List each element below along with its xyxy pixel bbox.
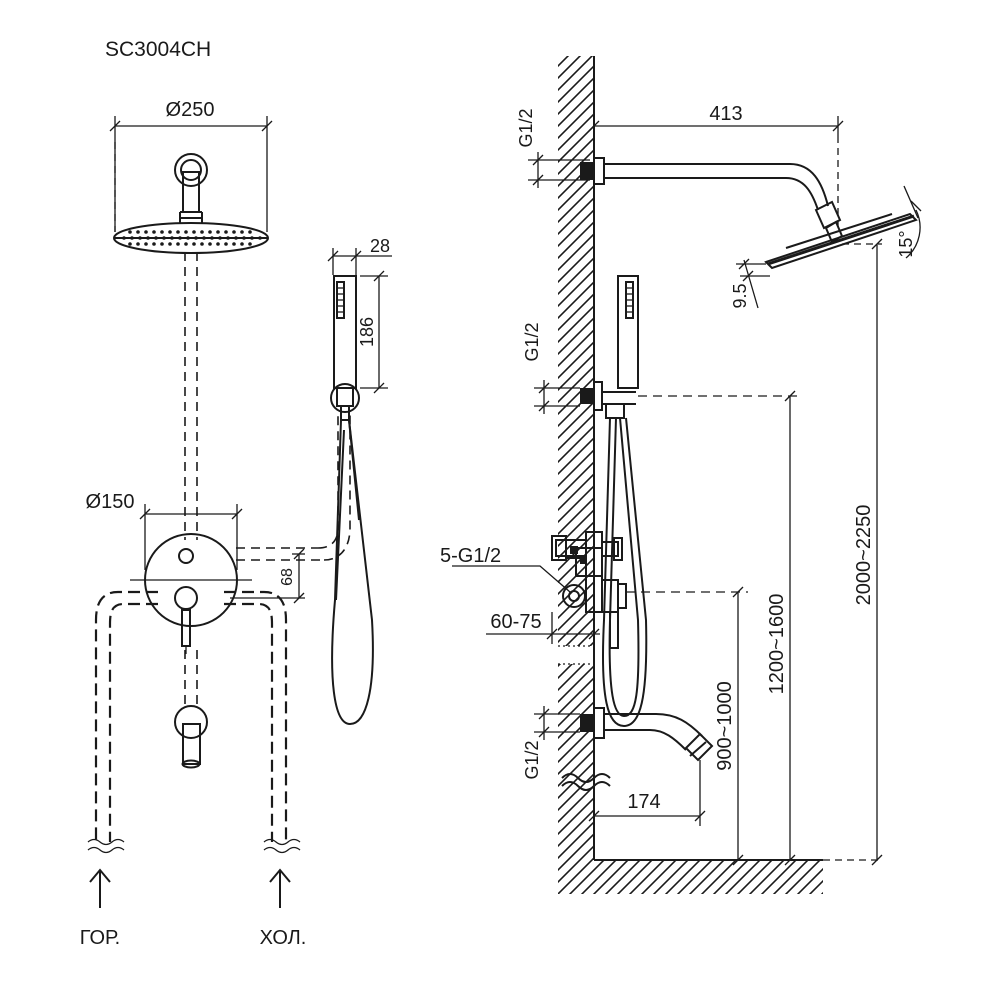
nozzle-dot [184, 230, 188, 234]
shower-arm-front [174, 153, 208, 224]
nozzle-dot [128, 230, 132, 234]
nozzle-dot [258, 236, 262, 240]
handset-dimensions: 28 186 [327, 236, 392, 394]
head-tilt-dimension: 15° [896, 185, 922, 259]
nozzle-dot [130, 236, 134, 240]
nozzle-dot [234, 236, 238, 240]
nozzle-dot [138, 236, 142, 240]
nozzle-dot [184, 242, 188, 246]
nozzle-dot [144, 230, 148, 234]
nozzle-dot [178, 236, 182, 240]
nozzle-dot [170, 236, 174, 240]
nozzle-dot [200, 230, 204, 234]
spout-thread-label: G1/2 [522, 740, 542, 779]
head-tilt-label: 15° [896, 230, 916, 257]
model-code: SC3004CH [105, 38, 211, 61]
spout-reach-label: 174 [627, 791, 660, 813]
nozzle-dot [242, 236, 246, 240]
nozzle-dot [168, 230, 172, 234]
handset-length-label: 186 [357, 317, 377, 347]
mixer-plate-front [130, 533, 252, 654]
nozzle-dot [232, 230, 236, 234]
nozzle-dot [208, 242, 212, 246]
outlet-spacing-label: 68 [279, 568, 296, 586]
nozzle-dot [152, 230, 156, 234]
nozzle-dot [162, 236, 166, 240]
nozzle-dot [192, 242, 196, 246]
nozzle-dot [168, 242, 172, 246]
nozzle-dot [128, 242, 132, 246]
hot-inlet-label: ГОР. [80, 927, 120, 949]
nozzle-dot [154, 236, 158, 240]
shower-arm-side [580, 157, 844, 244]
nozzle-dot [176, 230, 180, 234]
head-height-label: 2000~2250 [853, 505, 875, 606]
nozzle-dot [208, 230, 212, 234]
nozzle-dot [202, 236, 206, 240]
head-thickness-label: 9.5 [730, 283, 750, 308]
nozzle-dot [192, 230, 196, 234]
handset-width-label: 28 [370, 236, 390, 256]
mixer-depth-label: 60-75 [490, 611, 541, 633]
nozzle-dot [122, 236, 126, 240]
nozzle-dot [200, 242, 204, 246]
arm-reach-label: 413 [709, 103, 742, 125]
front-view: Ø250 28 [80, 99, 392, 949]
hand-shower-front [330, 275, 360, 421]
nozzle-dot [160, 242, 164, 246]
nozzle-dot [146, 236, 150, 240]
nozzle-dot [136, 230, 140, 234]
mixer-plate-diameter-dimension: Ø150 [86, 491, 243, 570]
head-thickness-dimension: 9.5 [730, 258, 770, 309]
cold-inlet-arrow-icon [269, 868, 291, 908]
holder-height-label: 1200~1600 [766, 594, 788, 695]
hose-front [331, 419, 374, 726]
nozzle-dot [248, 230, 252, 234]
nozzle-dot [248, 242, 252, 246]
spout-height-label: 900~1000 [714, 681, 736, 771]
wall-section-lower [558, 664, 594, 860]
nozzle-dot [152, 242, 156, 246]
nozzle-dot [194, 236, 198, 240]
holder-thread-label: G1/2 [522, 322, 542, 361]
rain-head-diameter-label: Ø250 [166, 99, 215, 121]
hot-inlet-arrow-icon [89, 868, 111, 908]
spout-front [174, 705, 208, 769]
nozzle-dot [224, 242, 228, 246]
rain-head-diameter-dimension: Ø250 [109, 99, 273, 232]
mixer-body-side [551, 531, 627, 649]
hose-side [601, 417, 648, 728]
cold-inlet-label: ХОЛ. [260, 927, 307, 949]
nozzle-dot [218, 236, 222, 240]
rain-head-front [113, 222, 269, 254]
nozzle-dot [240, 230, 244, 234]
nozzle-dot [232, 242, 236, 246]
mixer-plate-diameter-label: Ø150 [86, 491, 135, 513]
nozzle-dot [210, 236, 214, 240]
nozzle-dot [226, 236, 230, 240]
nozzle-dot [160, 230, 164, 234]
arm-thread-label: G1/2 [516, 108, 536, 147]
nozzle-dot [144, 242, 148, 246]
nozzle-dot [176, 242, 180, 246]
nozzle-dot [136, 242, 140, 246]
nozzle-dot [240, 242, 244, 246]
spout-side [580, 707, 714, 762]
mixer-connections-label: 5-G1/2 [440, 545, 501, 567]
nozzle-dot [216, 242, 220, 246]
rain-head-side [764, 212, 918, 270]
floor-section [558, 860, 823, 894]
nozzle-dot [216, 230, 220, 234]
nozzle-dot [250, 236, 254, 240]
hand-shower-side [580, 275, 639, 419]
nozzle-dot [186, 236, 190, 240]
side-view: 413 G1/2 15° [440, 56, 922, 894]
nozzle-dot [224, 230, 228, 234]
